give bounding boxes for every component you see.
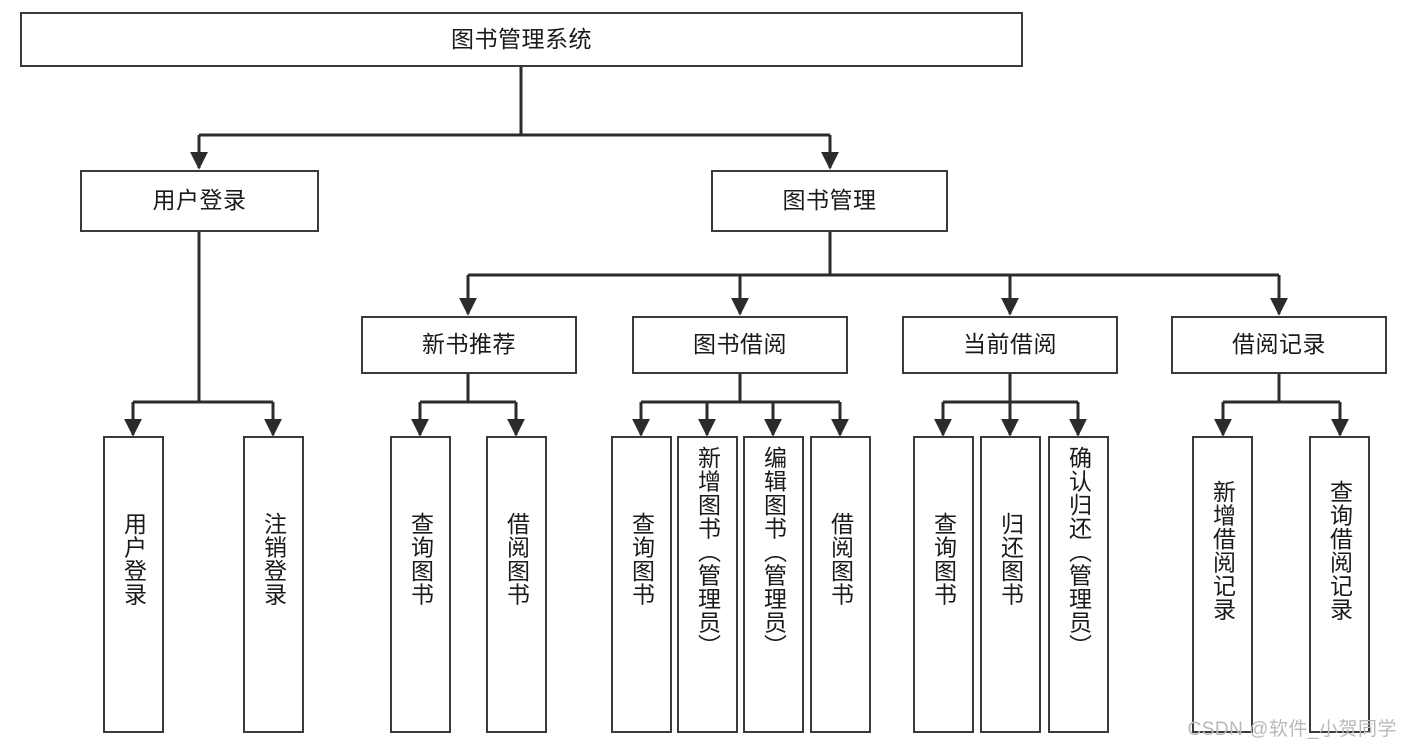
node-leaf-query-book-1-label: 查询图书 xyxy=(407,512,434,606)
node-leaf-return-book[interactable]: 归还图书 xyxy=(980,436,1041,733)
node-book-borrow[interactable]: 图书借阅 xyxy=(632,316,848,374)
node-leaf-add-book[interactable]: 新增图书（管理员） xyxy=(677,436,738,733)
node-new-book-recommend-label: 新书推荐 xyxy=(422,331,516,358)
node-leaf-borrow-book-1-label: 借阅图书 xyxy=(503,512,530,606)
node-current-borrow[interactable]: 当前借阅 xyxy=(902,316,1118,374)
node-leaf-logout-label: 注销登录 xyxy=(260,512,287,606)
node-book-management-label: 图书管理 xyxy=(782,187,877,214)
node-leaf-return-book-label: 归还图书 xyxy=(997,512,1024,606)
node-leaf-user-login-label: 用户登录 xyxy=(120,512,147,606)
node-leaf-query-book-2-label: 查询图书 xyxy=(628,512,655,606)
node-borrow-record-label: 借阅记录 xyxy=(1232,331,1326,358)
node-leaf-edit-book[interactable]: 编辑图书（管理员） xyxy=(743,436,804,733)
node-leaf-add-book-label: 新增图书（管理员） xyxy=(694,446,721,658)
node-leaf-borrow-book-1[interactable]: 借阅图书 xyxy=(486,436,547,733)
node-leaf-query-book-2[interactable]: 查询图书 xyxy=(611,436,672,733)
node-leaf-query-book-1[interactable]: 查询图书 xyxy=(390,436,451,733)
node-leaf-query-book-3[interactable]: 查询图书 xyxy=(913,436,974,733)
node-root-label: 图书管理系统 xyxy=(451,25,592,52)
node-book-management[interactable]: 图书管理 xyxy=(711,170,948,232)
node-leaf-add-record[interactable]: 新增借阅记录 xyxy=(1192,436,1253,733)
node-leaf-confirm-return-label: 确认归还（管理员） xyxy=(1065,446,1092,658)
node-leaf-borrow-book-2-label: 借阅图书 xyxy=(827,512,854,606)
node-leaf-query-book-3-label: 查询图书 xyxy=(930,512,957,606)
node-borrow-record[interactable]: 借阅记录 xyxy=(1171,316,1387,374)
csdn-watermark: CSDN @软件_小贺同学 xyxy=(1187,719,1397,740)
node-leaf-query-record-label: 查询借阅记录 xyxy=(1326,480,1353,621)
node-leaf-confirm-return[interactable]: 确认归还（管理员） xyxy=(1048,436,1109,733)
node-leaf-query-record[interactable]: 查询借阅记录 xyxy=(1309,436,1370,733)
node-current-borrow-label: 当前借阅 xyxy=(963,331,1057,358)
node-leaf-add-record-label: 新增借阅记录 xyxy=(1209,480,1236,621)
node-user-login[interactable]: 用户登录 xyxy=(80,170,319,232)
node-leaf-user-login[interactable]: 用户登录 xyxy=(103,436,164,733)
node-root[interactable]: 图书管理系统 xyxy=(20,12,1023,67)
node-leaf-logout[interactable]: 注销登录 xyxy=(243,436,304,733)
node-leaf-edit-book-label: 编辑图书（管理员） xyxy=(760,446,787,658)
node-user-login-label: 用户登录 xyxy=(152,187,247,214)
node-new-book-recommend[interactable]: 新书推荐 xyxy=(361,316,577,374)
node-leaf-borrow-book-2[interactable]: 借阅图书 xyxy=(810,436,871,733)
node-book-borrow-label: 图书借阅 xyxy=(693,331,787,358)
